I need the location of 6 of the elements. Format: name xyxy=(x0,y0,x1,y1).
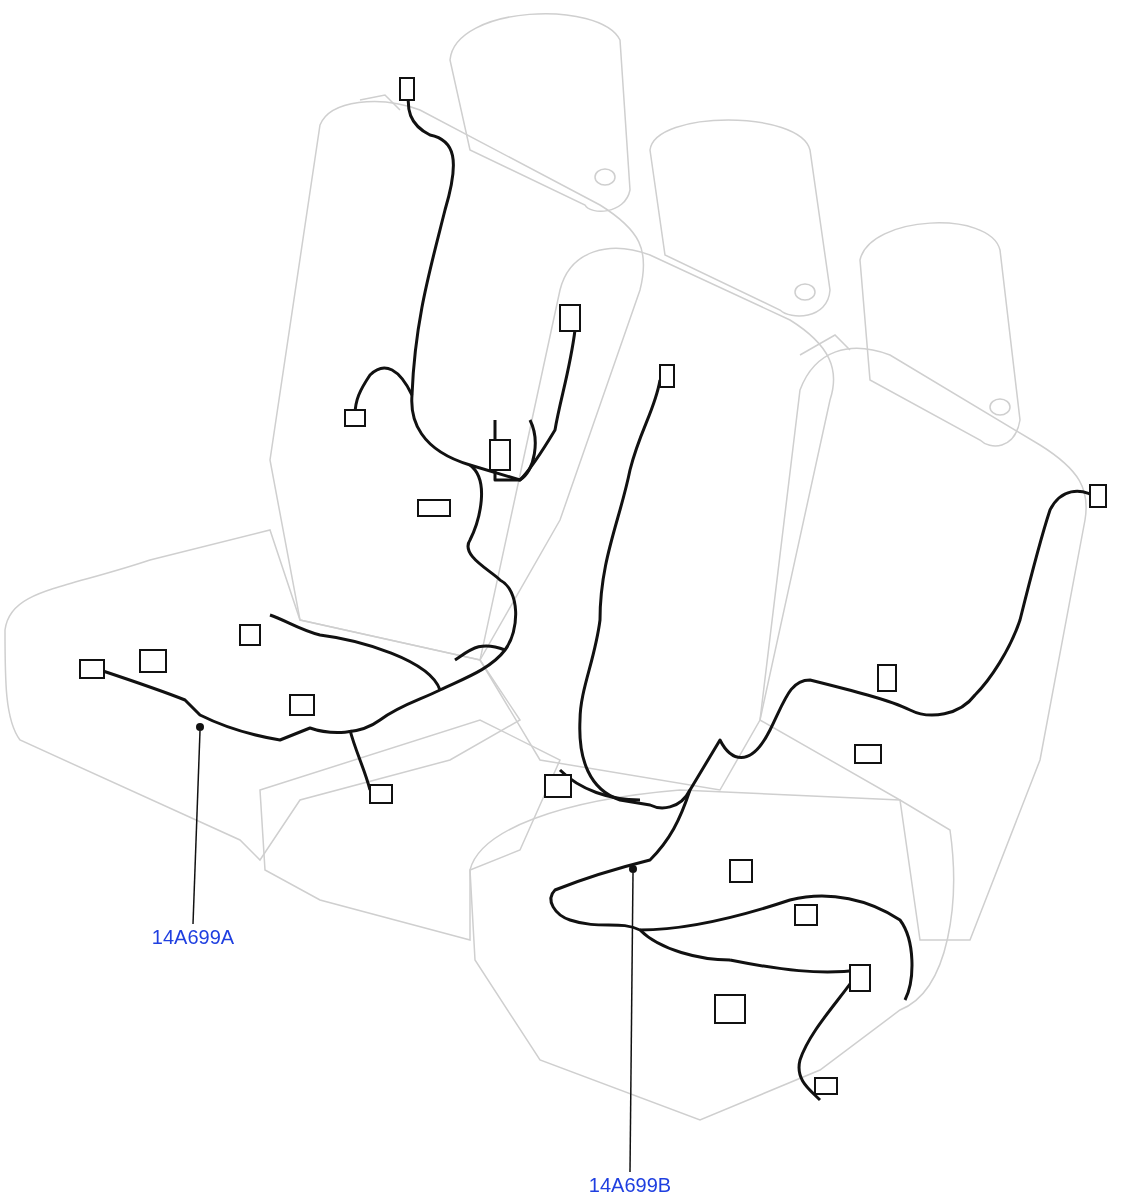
harness-clip xyxy=(629,865,637,873)
leader-line xyxy=(629,872,634,1173)
part-number: 14A699A xyxy=(151,927,235,947)
harness-clip xyxy=(196,723,204,731)
leader-line xyxy=(192,730,201,925)
part-number: 14A699B xyxy=(588,1175,672,1195)
